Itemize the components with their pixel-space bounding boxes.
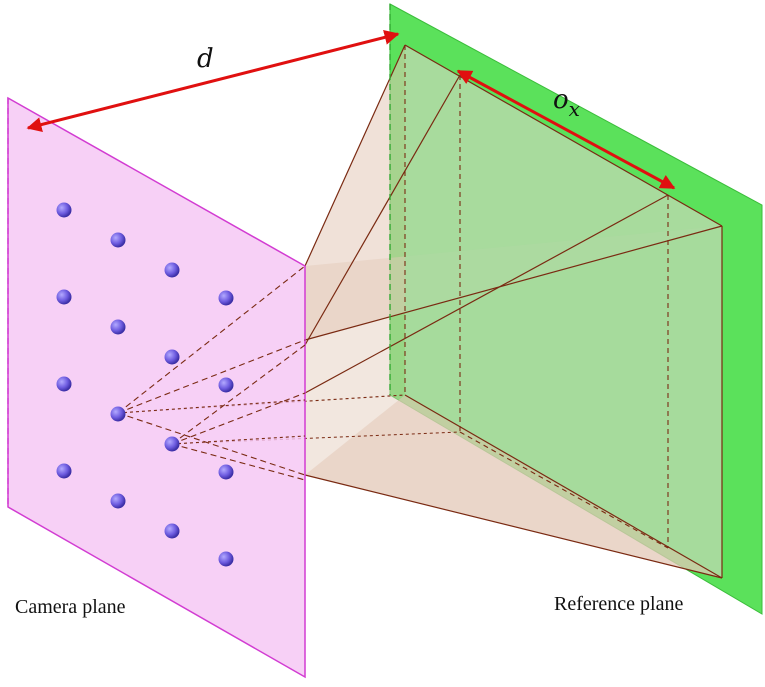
- camera-plane-surface: [7, 96, 306, 679]
- ray-dashed-4: [171, 344, 306, 445]
- camera-dot: [110, 406, 126, 422]
- offset-arrow: [456, 69, 676, 190]
- camera-dot: [56, 289, 72, 305]
- ray-solid-3: [304, 74, 461, 346]
- ray-dashed-5: [171, 392, 306, 445]
- camera-rays: [117, 265, 306, 481]
- camera-plane-label: Camera plane: [15, 596, 126, 618]
- ray-dotted-3: [117, 399, 306, 414]
- camera-dot: [110, 319, 126, 335]
- camera-dot: [218, 464, 234, 480]
- ray-dotted-4: [171, 435, 306, 445]
- offset-label-main: o: [553, 85, 569, 115]
- camera-dot: [56, 202, 72, 218]
- camera-dot: [218, 377, 234, 393]
- camera-dot: [164, 523, 180, 539]
- window-edge-bottom: [404, 394, 723, 579]
- distance-label: d: [197, 44, 214, 74]
- camera-dot: [218, 551, 234, 567]
- offset-label-sub: x: [569, 97, 580, 121]
- camera-plane: [7, 96, 306, 679]
- ray-solid-1: [304, 225, 723, 341]
- ray-dashed-3: [117, 412, 306, 476]
- frustum-bottom-face: [305, 395, 722, 578]
- camera-dot: [164, 262, 180, 278]
- reference-plane-label: Reference plane: [554, 593, 683, 615]
- offset-label: ox: [553, 85, 580, 121]
- camera-dot: [164, 436, 180, 452]
- camera-dot: [110, 493, 126, 509]
- ray-solid-2: [304, 194, 669, 394]
- camera-dot: [164, 349, 180, 365]
- camera-array: [56, 202, 234, 567]
- inner-window-bottom: [459, 431, 669, 549]
- distance-arrow: [26, 30, 400, 132]
- ray-dashed-2: [117, 339, 306, 414]
- camera-dot: [218, 290, 234, 306]
- camera-dot: [56, 376, 72, 392]
- frustum-edge-bottom: [304, 474, 723, 579]
- camera-dot: [56, 463, 72, 479]
- camera-dot: [110, 232, 126, 248]
- ray-dashed-6: [171, 443, 306, 481]
